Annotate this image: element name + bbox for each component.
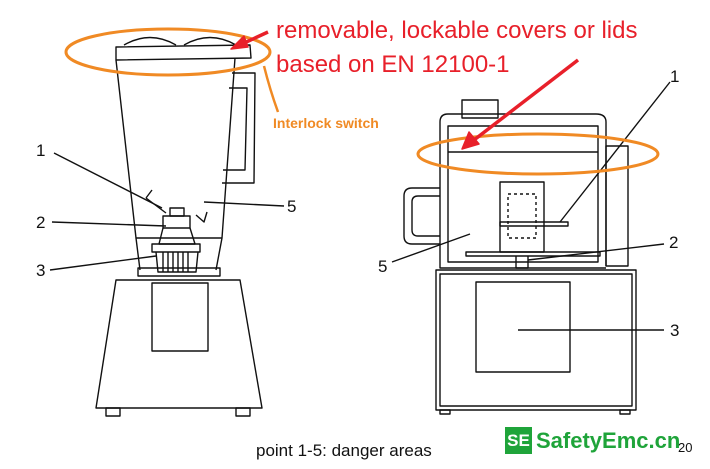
- right-processor-drawing: [391, 81, 671, 415]
- danger-areas-caption: point 1-5: danger areas: [256, 441, 432, 460]
- heading-line-2: based on EN 12100-1: [276, 51, 510, 78]
- logo-text: SafetyEmc.cn: [536, 427, 681, 453]
- safetyemc-logo: SE SafetyEmc.cn: [505, 427, 680, 454]
- interlock-switch-label: Interlock switch: [273, 115, 379, 131]
- callout-numbers: 1 2 3 5 1 2 3 5: [36, 67, 679, 340]
- page-number: 20: [678, 440, 693, 455]
- left-blender-drawing: [49, 36, 285, 417]
- right-callout-1: 1: [670, 67, 679, 86]
- left-callout-2: 2: [36, 213, 45, 232]
- right-callout-3: 3: [670, 321, 679, 340]
- left-callout-3: 3: [36, 261, 45, 280]
- annotation-overlays: [64, 27, 660, 176]
- right-callout-5: 5: [378, 257, 387, 276]
- left-callout-5: 5: [287, 197, 296, 216]
- logo-mark: SE: [505, 427, 532, 454]
- heading-line-1: removable, lockable covers or lids: [276, 17, 638, 44]
- left-callout-1: 1: [36, 141, 45, 160]
- right-callout-2: 2: [669, 233, 678, 252]
